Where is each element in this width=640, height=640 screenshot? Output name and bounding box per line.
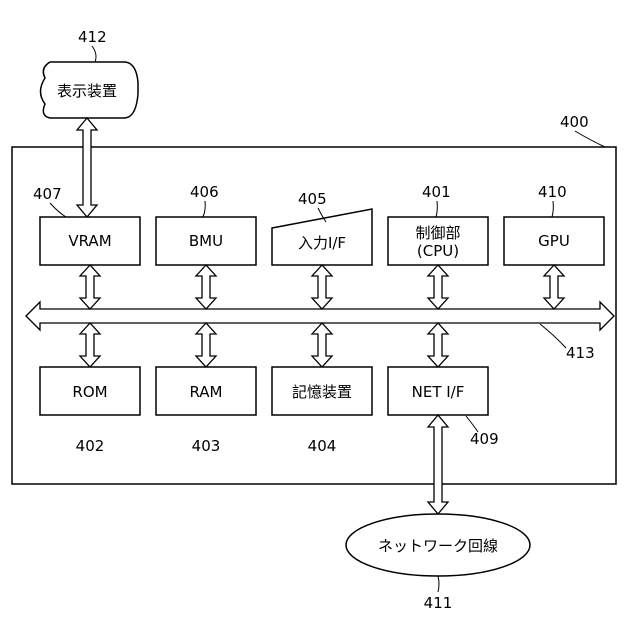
display-device-label: 表示装置 [57, 82, 117, 100]
system-ref: 400 [560, 113, 589, 131]
rom-label: ROM [72, 383, 107, 401]
ram-ref: 403 [192, 437, 221, 455]
bmu-label: BMU [189, 232, 223, 250]
vram-ref: 407 [33, 185, 62, 203]
display-ref-leader [92, 46, 96, 62]
cpu-label-line1: 制御部 [415, 224, 460, 242]
gpu-ref: 410 [538, 183, 567, 201]
cpu-ref: 401 [422, 183, 451, 201]
ram-label: RAM [189, 383, 222, 401]
input-if-ref: 405 [298, 190, 327, 208]
bmu-ref: 406 [190, 183, 219, 201]
system-ref-leader [575, 131, 605, 147]
network-ref-leader [438, 576, 439, 592]
storage-ref: 404 [308, 437, 337, 455]
gpu-label: GPU [538, 232, 570, 250]
network-label: ネットワーク回線 [378, 537, 498, 555]
network-ref: 411 [424, 594, 453, 612]
rom-ref: 402 [76, 437, 105, 455]
storage-label: 記憶装置 [292, 383, 352, 401]
net-if-label: NET I/F [412, 383, 465, 401]
bus-ref: 413 [566, 344, 595, 362]
vram-label: VRAM [68, 232, 111, 250]
display-ref: 412 [78, 28, 107, 46]
cpu-label-line2: (CPU) [417, 242, 459, 260]
input-if-label: 入力I/F [298, 234, 346, 252]
net-if-ref: 409 [470, 430, 499, 448]
